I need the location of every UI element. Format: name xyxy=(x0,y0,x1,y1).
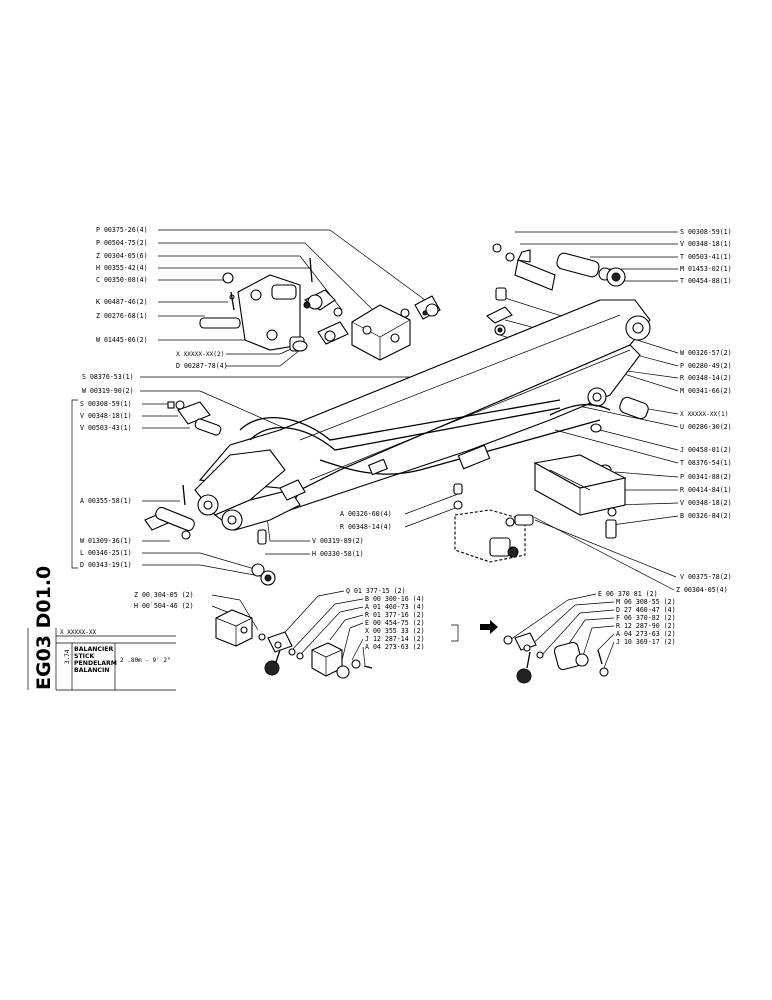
top-right-pin-assembly xyxy=(486,243,649,433)
callout-label: T 08376-54(1) xyxy=(680,459,732,467)
callout-label: J 00458-01(2) xyxy=(680,446,732,454)
callout-label: V 00319-89(2) xyxy=(312,537,364,545)
title-line: BALANCIER xyxy=(74,646,113,653)
callout-label: W 00319-90(2) xyxy=(82,387,134,395)
title-line: BALANCIN xyxy=(74,667,109,674)
callout-label: V 00375-78(2) xyxy=(680,573,732,581)
document-code: EG03 D01.0 xyxy=(33,566,55,690)
callout-label: B 00326-84(2) xyxy=(680,512,732,520)
callout-label: Q 01 377-15 (2) xyxy=(346,587,406,595)
callout-label: D 00343-19(1) xyxy=(80,561,132,569)
callout-label: X XXXXX-XX(1) xyxy=(680,411,728,418)
callout-label: A 00326-60(4) xyxy=(340,510,392,518)
group-bracket xyxy=(71,399,78,569)
pin-bracket-assembly xyxy=(199,257,336,352)
callout-label: Z 00276-68(1) xyxy=(96,312,148,320)
stick-arm xyxy=(194,299,651,531)
callout-label: M 01453-02(1) xyxy=(680,265,732,273)
title-line: PENDELARM xyxy=(74,660,117,667)
callout-label: R 00414-84(1) xyxy=(680,486,732,494)
group-bracket xyxy=(451,624,459,642)
middle-parts xyxy=(453,483,534,563)
callout-label: S 00308-59(1) xyxy=(680,228,732,236)
callout-label: Z 00304-05(4) xyxy=(676,586,728,594)
callouts-middle: A 00326-60(4) R 00348-14(4) V 00319-89(2… xyxy=(312,510,392,558)
callout-label: D 00287-78(4) xyxy=(176,362,228,370)
callout-label: X XXXXX-XX(2) xyxy=(176,351,224,358)
callout-label: S 08376-53(1) xyxy=(82,373,134,381)
bottom-left-block xyxy=(215,609,253,647)
callout-label: U 00286-30(2) xyxy=(680,423,732,431)
left-pin-assembly xyxy=(144,400,306,586)
right-side-components xyxy=(533,454,627,539)
callout-label: V 00348-18(2) xyxy=(680,499,732,507)
callout-label: K 00487-46(2) xyxy=(96,298,148,306)
callout-label: W 01445-06(2) xyxy=(96,336,148,344)
callout-label: A 01 460-73 (4) xyxy=(365,603,425,611)
callout-label: E 00 454-75 (2) xyxy=(365,619,425,627)
callout-label: J 12 287-14 (2) xyxy=(365,635,425,643)
callout-label: V 00503-43(1) xyxy=(80,424,132,432)
callout-label: A 04 273-63 (2) xyxy=(365,643,425,651)
callout-label: W 01309-36(1) xyxy=(80,537,132,545)
title-line: STICK xyxy=(74,653,95,660)
callout-label: R 00348-14(2) xyxy=(680,374,732,382)
document-code-block: EG03 D01.0 3.74 xyxy=(33,566,71,690)
callout-label: S 00308-59(1) xyxy=(80,400,132,408)
callout-label: P 00341-88(2) xyxy=(680,473,732,481)
title-block-ref: X XXXXX-XX xyxy=(60,629,97,636)
callout-label: R 12 287-90 (2) xyxy=(616,622,676,630)
callout-label: R 01 377-16 (2) xyxy=(365,611,425,619)
callouts-top-right: S 00308-59(1) V 00348-18(1) T 00503-41(1… xyxy=(680,228,732,285)
callouts-left-group: S 00308-59(1) V 00348-18(1) V 00503-43(1… xyxy=(71,399,132,569)
callouts-bottom-right: V 00375-78(2) Z 00304-05(4) xyxy=(676,573,732,594)
callout-label: T 00454-88(1) xyxy=(680,277,732,285)
callout-label: L 00346-25(1) xyxy=(80,549,132,557)
bottom-center-assembly xyxy=(258,631,373,679)
document-date: 3.74 xyxy=(64,649,71,664)
callout-label: W 00326-57(2) xyxy=(680,349,732,357)
callout-label: A 00355-58(1) xyxy=(80,497,132,505)
title-dimension: 2 .80m - 9' 2" xyxy=(120,657,171,664)
callout-label: E 06 370 81 (2) xyxy=(598,590,658,598)
callout-label: M 00341-66(2) xyxy=(680,387,732,395)
callout-label: D 27 460-47 (4) xyxy=(616,606,676,614)
callout-label: C 00350-08(4) xyxy=(96,276,148,284)
callout-label: Z 00 304-05 (2) xyxy=(134,591,194,599)
callouts-left-lower: A 00355-58(1) W 01309-36(1) L 00346-25(1… xyxy=(80,497,132,569)
callout-label: V 00348-18(1) xyxy=(680,240,732,248)
callouts-bottom-far-right: E 06 370 81 (2) M 06 308-55 (2) D 27 460… xyxy=(598,590,676,646)
callout-label: X 00 355 33 (2) xyxy=(365,627,425,635)
callout-label: F 06 370-82 (2) xyxy=(616,614,676,622)
callout-label: B 00 300-16 (4) xyxy=(365,595,425,603)
callout-label: H 00 504-46 (2) xyxy=(134,602,194,610)
callout-label: T 00503-41(1) xyxy=(680,253,732,261)
callout-label: P 00504-75(2) xyxy=(96,239,148,247)
callouts-bottom-left: Z 00 304-05 (2) H 00 504-46 (2) xyxy=(134,591,194,610)
bottom-right-assembly xyxy=(503,632,609,684)
valve-block xyxy=(317,295,441,361)
callouts-right: W 00326-57(2) P 00280-49(2) R 00348-14(2… xyxy=(680,349,732,520)
callout-label: P 00375-26(4) xyxy=(96,226,148,234)
callout-label: H 00330-58(1) xyxy=(312,550,364,558)
callout-label: P 00280-49(2) xyxy=(680,362,732,370)
callout-label: H 00355-42(4) xyxy=(96,264,148,272)
arrow-icon xyxy=(480,620,498,634)
callout-label: J 10 369-17 (2) xyxy=(616,638,676,646)
title-block: X XXXXX-XX BALANCIER STICK PENDELARM BAL… xyxy=(27,628,176,691)
callout-label: A 04 273-63 (2) xyxy=(616,630,676,638)
callouts-bottom-center: Q 01 377-15 (2) B 00 300-16 (4) A 01 460… xyxy=(346,587,459,651)
callouts-top-left: P 00375-26(4) P 00504-75(2) Z 00304-05(6… xyxy=(82,226,228,395)
callout-label: V 00348-18(1) xyxy=(80,412,132,420)
callout-label: Z 00304-05(6) xyxy=(96,252,148,260)
callout-label: R 00348-14(4) xyxy=(340,523,392,531)
callout-label: M 06 308-55 (2) xyxy=(616,598,676,606)
